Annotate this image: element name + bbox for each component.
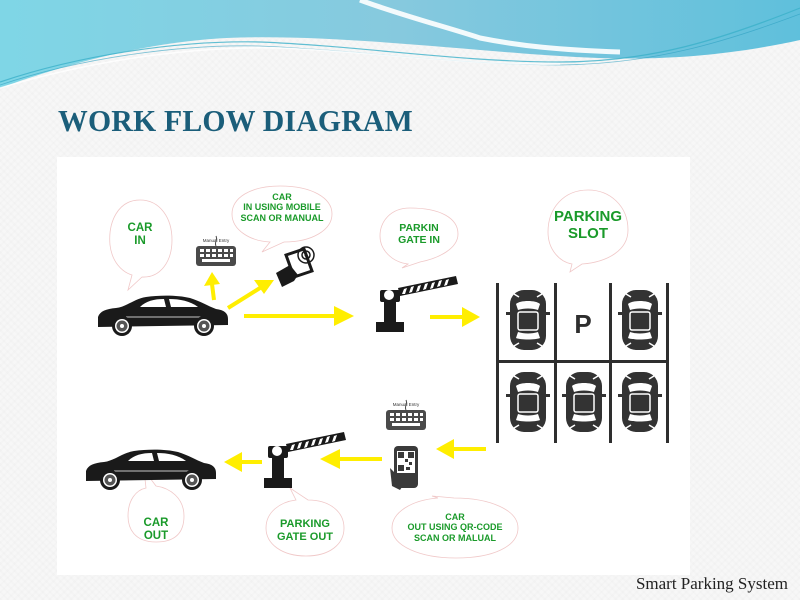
header-wave-decoration <box>0 0 800 89</box>
slide-title: WORK FLOW DIAGRAM <box>58 103 413 138</box>
mobile-scan-icon <box>276 246 315 287</box>
bubble-qr-scan <box>391 495 519 559</box>
arrow-gate-in-to-lot <box>430 307 480 327</box>
parking-slot-car-1 <box>505 289 551 351</box>
car-in-icon <box>97 295 229 337</box>
gate-in-barrier-icon <box>376 276 458 332</box>
arrow-to-mobile <box>226 280 274 310</box>
keyboard-caption-out: Manual Entry <box>392 402 420 407</box>
footer-label: Smart Parking System <box>635 574 788 593</box>
keyboard-caption-in: Manual Entry <box>202 238 230 243</box>
arrow-car-to-gate-in <box>244 306 354 326</box>
arrow-lot-to-qr <box>436 439 486 459</box>
arrow-qr-to-gate-out <box>320 449 382 469</box>
parking-slot-car-6 <box>617 371 663 433</box>
bubble-gate-out <box>265 486 345 557</box>
bubble-mobile-scan <box>231 185 333 253</box>
bubble-gate-out-text: PARKING GATE OUT <box>276 518 333 543</box>
bubble-parking-slot-text: PARKING SLOT <box>553 208 623 243</box>
bubble-car-in-text: CAR IN <box>127 222 153 248</box>
qr-code-scan-icon <box>390 446 418 490</box>
bubble-gate-in <box>379 207 459 269</box>
empty-slot-label: P <box>574 309 591 339</box>
bubble-mobile-scan-text: CAR IN USING MOBILE SCAN OR MANUAL <box>240 192 324 223</box>
arrow-to-keyboard <box>204 272 220 301</box>
bubble-qr-scan-text: CAR OUT USING QR-CODE SCAN OR MALUAL <box>407 512 503 543</box>
bubble-car-in <box>109 199 173 292</box>
parking-slot-car-4 <box>505 371 551 433</box>
parking-slot-car-3 <box>617 289 663 351</box>
bubble-gate-in-text: PARKIN GATE IN <box>398 222 440 247</box>
bubble-parking-slot <box>547 189 629 273</box>
bubble-car-out-text: CAR OUT <box>143 517 169 543</box>
parking-slot-car-5 <box>561 371 607 433</box>
parking-lot <box>496 283 669 443</box>
arrow-gate-out-to-car <box>224 452 262 472</box>
